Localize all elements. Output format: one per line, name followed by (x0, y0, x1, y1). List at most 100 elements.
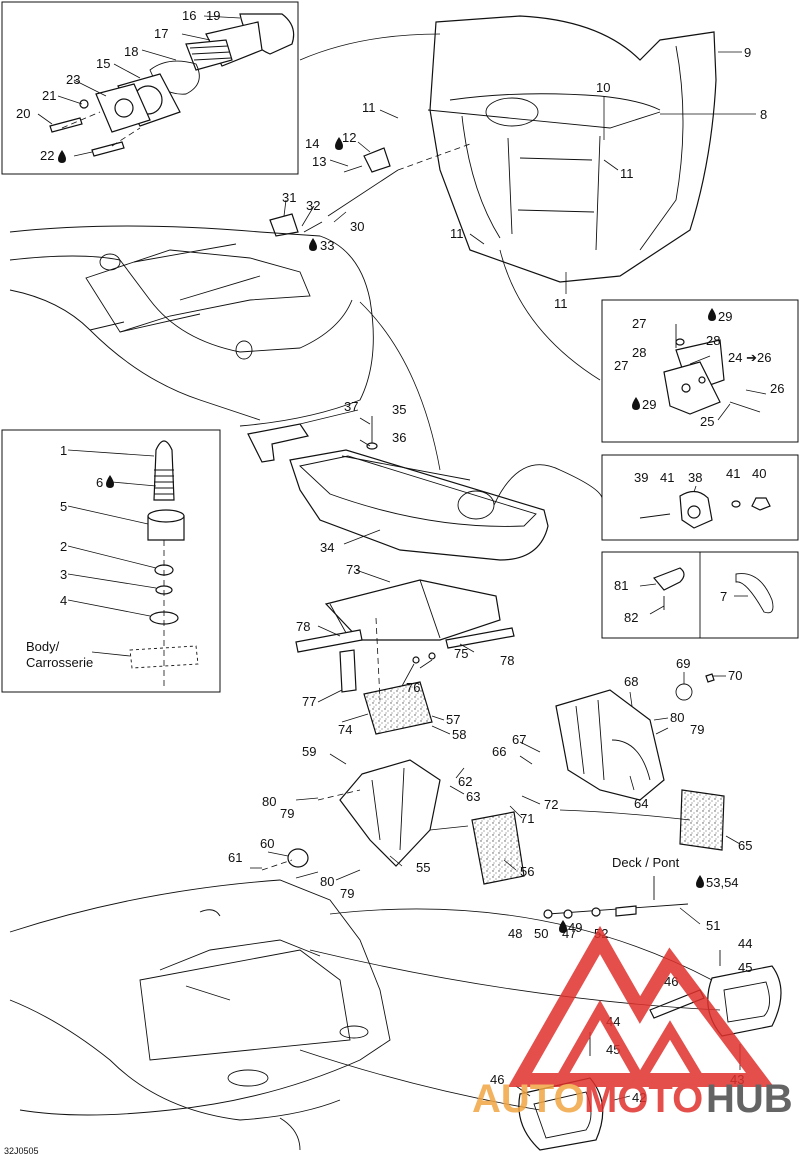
callout-48: 48 (508, 926, 522, 941)
adhesive-drop-icons (58, 137, 716, 933)
callout-73: 73 (346, 562, 360, 577)
callout-15: 15 (96, 56, 110, 71)
callout-34: 34 (320, 540, 334, 555)
callout-27b: 27 (614, 358, 628, 373)
callout-33: 33 (320, 238, 334, 253)
callout-75: 75 (454, 646, 468, 661)
callout-55: 55 (416, 860, 430, 875)
leader-lines (37, 15, 767, 1101)
callout-1: 1 (60, 443, 67, 458)
callout-16: 16 (182, 8, 196, 23)
callout-35: 35 (392, 402, 406, 417)
callout-80a: 80 (262, 794, 276, 809)
callout-63: 63 (466, 789, 480, 804)
callout-29b: 29 (642, 397, 656, 412)
body-label-fr: Carrosserie (26, 655, 93, 670)
latch-detail (639, 490, 771, 529)
callout-22: 22 (40, 148, 54, 163)
callout-81: 81 (614, 578, 628, 593)
callout-14: 14 (305, 136, 319, 151)
callout-10: 10 (596, 80, 610, 95)
callout-79c: 79 (690, 722, 704, 737)
callout-58: 58 (452, 727, 466, 742)
callout-44a: 44 (738, 936, 752, 951)
callout-20: 20 (16, 106, 30, 121)
figure-code: 32J0505 (4, 1146, 39, 1156)
callout-42: 42 (632, 1090, 646, 1105)
callout-65: 65 (738, 838, 752, 853)
callout-21: 21 (42, 88, 56, 103)
watermark-auto: AUTO (472, 1077, 585, 1121)
watermark-logo: AUTO MOTO HUB (472, 925, 793, 1121)
callout-19: 19 (206, 8, 220, 23)
callout-13: 13 (312, 154, 326, 169)
callout-32: 32 (306, 198, 320, 213)
callout-62: 62 (458, 774, 472, 789)
callout-3: 3 (60, 567, 67, 582)
callout-82: 82 (624, 610, 638, 625)
callout-26: 26 (770, 381, 784, 396)
callout-72: 72 (544, 797, 558, 812)
detail-box-bracket (601, 299, 799, 443)
callout-57: 57 (446, 712, 460, 727)
callout-11c: 11 (450, 226, 464, 241)
callout-64: 64 (634, 796, 648, 811)
clip-details (653, 567, 774, 614)
callout-77: 77 (302, 694, 316, 709)
callout-27a: 27 (632, 316, 646, 331)
callout-50: 50 (534, 926, 548, 941)
bracket-detail (663, 324, 761, 415)
callout-66: 66 (492, 744, 506, 759)
handles-lower (518, 950, 782, 1151)
hinge-and-rod (269, 143, 471, 237)
callout-51: 51 (706, 918, 720, 933)
detail-box-bumper (1, 429, 221, 693)
callout-28b: 28 (632, 345, 646, 360)
callout-41b: 41 (726, 466, 740, 481)
callout-5: 5 (60, 499, 67, 514)
callout-80b: 80 (320, 874, 334, 889)
callout-11b: 11 (620, 166, 634, 181)
callout-37: 37 (344, 399, 358, 414)
callout-80c: 80 (670, 710, 684, 725)
callout-46b: 46 (490, 1072, 504, 1087)
callout-24: 24 ➔26 (728, 350, 771, 365)
callout-78a: 78 (296, 619, 310, 634)
callout-12: 12 (342, 130, 356, 145)
deck-upper (9, 225, 374, 427)
callout-23: 23 (66, 72, 80, 87)
detail-box-handle (1, 1, 299, 175)
callout-79a: 79 (280, 806, 294, 821)
callout-38: 38 (688, 470, 702, 485)
callout-60: 60 (260, 836, 274, 851)
bumper-stack (129, 440, 199, 690)
deck-lower (9, 879, 391, 1151)
body-label-en: Body/ (26, 639, 60, 654)
console-parts (295, 579, 515, 735)
callout-53-54: 53,54 (706, 875, 739, 890)
callout-9: 9 (744, 45, 751, 60)
panel-64 (555, 673, 725, 851)
callout-79b: 79 (340, 886, 354, 901)
callout-49: 49 (568, 920, 582, 935)
callout-70: 70 (728, 668, 742, 683)
callout-28a: 28 (706, 333, 720, 348)
callout-11d: 11 (554, 296, 568, 311)
callout-67: 67 (512, 732, 526, 747)
callout-45a: 45 (738, 960, 752, 975)
callout-4: 4 (60, 593, 67, 608)
callout-11a: 11 (362, 100, 376, 115)
callout-39: 39 (634, 470, 648, 485)
bracket-55 (261, 759, 525, 885)
callout-69: 69 (676, 656, 690, 671)
callout-7: 7 (720, 589, 727, 604)
callout-59: 59 (302, 744, 316, 759)
callout-18: 18 (124, 44, 138, 59)
callout-30: 30 (350, 219, 364, 234)
callout-17: 17 (154, 26, 168, 41)
callout-labels: 16 19 17 18 15 23 21 20 22 9 10 8 11 11 … (4, 8, 784, 1156)
callout-36: 36 (392, 430, 406, 445)
handle-assembly (49, 13, 295, 157)
callout-56: 56 (520, 864, 534, 879)
